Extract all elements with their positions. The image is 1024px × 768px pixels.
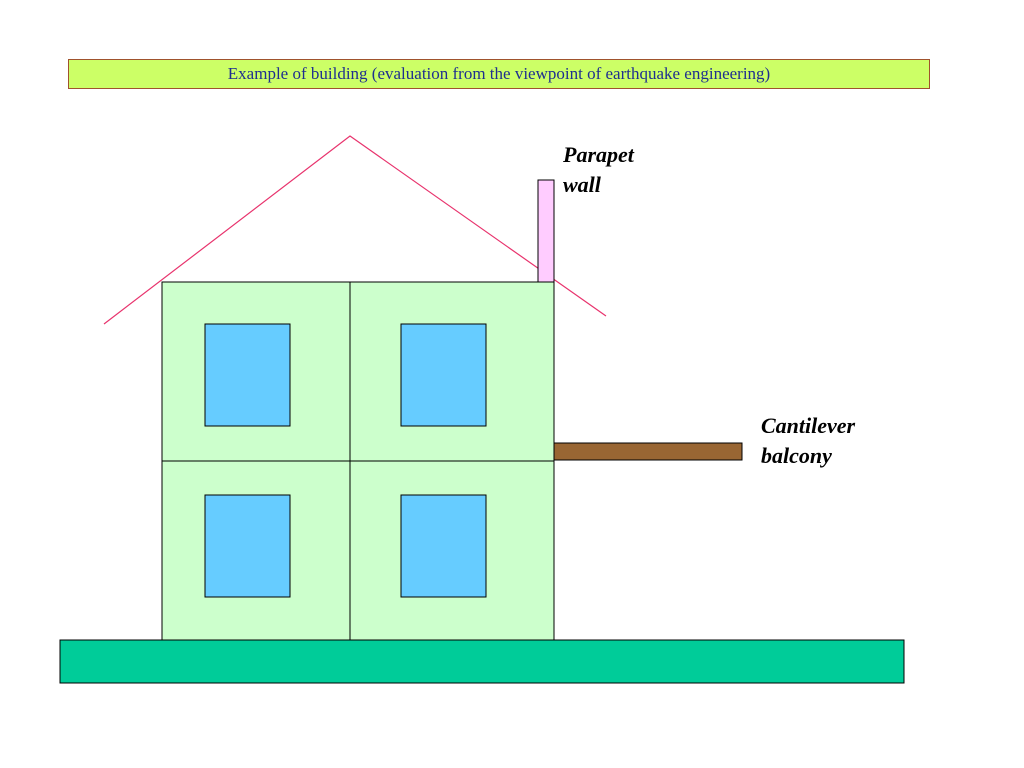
parapet-wall-label: Parapet wall (563, 140, 634, 200)
parapet-label-line-1: Parapet (563, 142, 634, 167)
slide-title: Example of building (evaluation from the… (68, 59, 930, 89)
parapet-label-line-2: wall (563, 172, 601, 197)
window-lower-right (400, 494, 487, 598)
parapet-wall (537, 179, 555, 283)
balcony-label-line-2: balcony (761, 443, 832, 468)
window-lower-left (204, 494, 291, 598)
window-upper-right (400, 323, 487, 427)
balcony-label-line-1: Cantilever (761, 413, 856, 438)
cantilever-balcony-label: Cantilever balcony (761, 411, 855, 471)
cantilever-balcony (553, 442, 743, 461)
ground-slab (59, 639, 905, 684)
roof-outline (103, 135, 607, 325)
window-upper-left (204, 323, 291, 427)
